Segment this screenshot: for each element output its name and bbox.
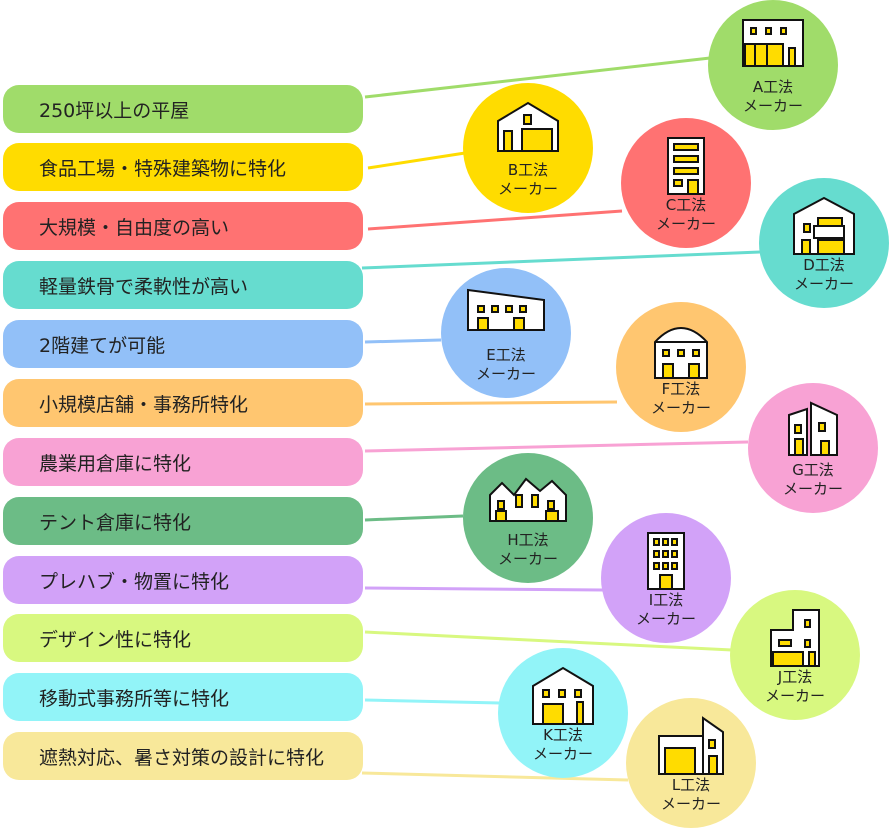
feature-pill: 小規模店舗・事務所特化 [3, 379, 363, 427]
garage-building-icon [658, 716, 724, 775]
feature-pill: プレハブ・物置に特化 [3, 556, 363, 604]
feature-label: 食品工場・特殊建築物に特化 [39, 157, 287, 180]
factory-building-icon [742, 19, 804, 67]
maker-name: I工法 [648, 591, 684, 609]
maker-circle: L工法 メーカー [626, 698, 756, 828]
feature-label: 小規模店舗・事務所特化 [39, 393, 249, 416]
maker-sub: メーカー [635, 610, 696, 628]
dome-building-icon [654, 327, 708, 379]
maker-sub: メーカー [497, 180, 558, 198]
maker-circle: I工法 メーカー [601, 513, 731, 643]
maker-circle: E工法 メーカー [441, 268, 571, 398]
feature-label: デザイン性に特化 [39, 628, 192, 651]
maker-sub: メーカー [793, 275, 854, 293]
connector-line [367, 209, 623, 231]
feature-label: 2階建てが可能 [39, 334, 166, 357]
maker-name: H工法 [507, 531, 549, 549]
maker-sub: メーカー [650, 399, 711, 417]
maker-circle: K工法 メーカー [498, 648, 628, 778]
maker-circle: D工法 メーカー [759, 178, 889, 308]
connector-line [364, 440, 749, 453]
maker-sub: メーカー [497, 550, 558, 568]
feature-label: 大規模・自由度の高い [39, 216, 230, 239]
feature-label: 移動式事務所等に特化 [39, 687, 230, 710]
feature-label: プレハブ・物置に特化 [39, 570, 230, 593]
maker-name: J工法 [777, 668, 813, 686]
maker-name: A工法 [752, 78, 794, 96]
tall-building-icon [667, 137, 705, 195]
house-icon [793, 196, 855, 255]
maker-circle: A工法 メーカー [708, 0, 838, 130]
feature-pill: デザイン性に特化 [3, 614, 363, 662]
maker-sub: メーカー [532, 745, 593, 763]
connector-line [364, 514, 464, 522]
maker-name: K工法 [543, 726, 583, 744]
feature-label: 軽量鉄骨で柔軟性が高い [39, 275, 249, 298]
feature-pill: 農業用倉庫に特化 [3, 438, 363, 486]
maker-name: G工法 [792, 461, 834, 479]
maker-circle: F工法 メーカー [616, 302, 746, 432]
feature-label: テント倉庫に特化 [39, 511, 192, 534]
connector-line [361, 250, 761, 270]
maker-circle: G工法 メーカー [748, 383, 878, 513]
maker-name: C工法 [665, 196, 707, 214]
maker-sub: メーカー [782, 480, 843, 498]
stepped-building-icon [770, 609, 820, 667]
connector-line [367, 151, 466, 170]
feature-pill: 2階建てが可能 [3, 320, 363, 368]
maker-name: L工法 [671, 776, 711, 794]
connector-line [364, 400, 618, 406]
feature-pill: テント倉庫に特化 [3, 497, 363, 545]
maker-circle: C工法 メーカー [621, 118, 751, 248]
connector-line [364, 338, 442, 344]
maker-name: E工法 [486, 346, 526, 364]
warehouse-house-icon [497, 101, 559, 152]
maker-circle: J工法 メーカー [730, 590, 860, 720]
twin-building-icon [788, 401, 838, 456]
feature-pill: 軽量鉄骨で柔軟性が高い [3, 261, 363, 309]
maker-name: F工法 [661, 380, 701, 398]
maker-sub: メーカー [660, 795, 721, 813]
maker-sub: メーカー [764, 687, 825, 705]
connector-line [364, 698, 501, 705]
gable-house-icon [532, 666, 594, 725]
feature-label: 250坪以上の平屋 [39, 99, 190, 122]
feature-pill: 大規模・自由度の高い [3, 202, 363, 250]
maker-name: B工法 [507, 161, 549, 179]
feature-pill: 250坪以上の平屋 [3, 85, 363, 133]
connector-line [361, 771, 629, 782]
feature-label: 農業用倉庫に特化 [39, 452, 192, 475]
maker-circle: B工法 メーカー [463, 83, 593, 213]
multi-gable-building-icon [489, 477, 567, 522]
feature-label: 遮熱対応、暑さ対策の設計に特化 [39, 746, 325, 769]
feature-pill: 食品工場・特殊建築物に特化 [3, 143, 363, 191]
maker-circle: H工法 メーカー [463, 453, 593, 583]
maker-name: D工法 [803, 256, 845, 274]
connector-line [364, 56, 711, 99]
maker-sub: メーカー [655, 215, 716, 233]
slanted-roof-building-icon [467, 288, 545, 331]
maker-sub: メーカー [475, 365, 536, 383]
office-building-icon [647, 532, 685, 590]
connector-line [364, 630, 733, 652]
connector-line [364, 586, 604, 592]
feature-pill: 遮熱対応、暑さ対策の設計に特化 [3, 732, 363, 780]
maker-sub: メーカー [742, 97, 803, 115]
feature-pill: 移動式事務所等に特化 [3, 673, 363, 721]
